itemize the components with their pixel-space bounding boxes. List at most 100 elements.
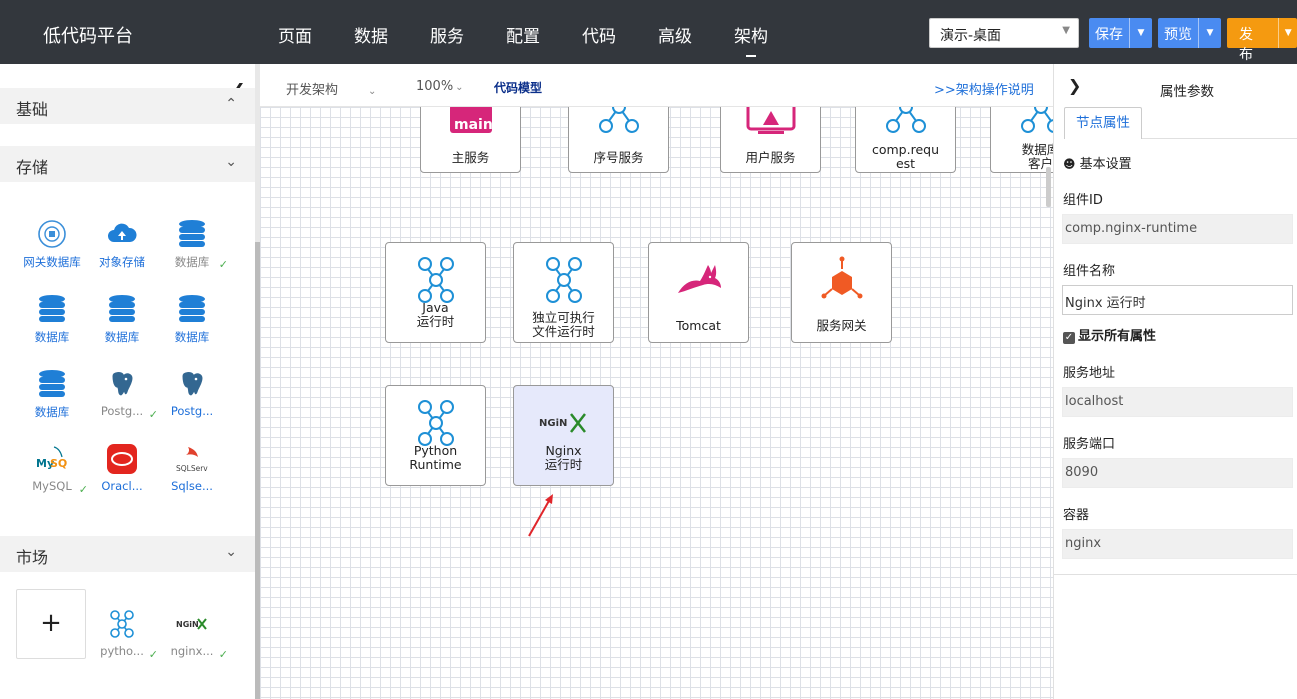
section-storage[interactable]: 存储 ⌄ xyxy=(0,146,255,182)
gateway-db-icon xyxy=(38,220,66,248)
canvas-toolbar: 开发架构⌄ 100%⌄ 代码模型 >>架构操作说明 xyxy=(260,64,1053,107)
palette-item-sqlserver[interactable]: SQLServer Sqlse... xyxy=(156,443,226,515)
tab-node-properties[interactable]: 节点属性 xyxy=(1064,107,1142,139)
palette-item-label: 数据库 xyxy=(104,330,140,344)
main-icon: main xyxy=(450,107,493,133)
palette-item-gateway-db[interactable]: 网关数据库 xyxy=(16,218,86,290)
architecture-workspace: 开发架构⌄ 100%⌄ 代码模型 >>架构操作说明 main 主服务 序号服务 … xyxy=(260,64,1053,699)
env-select[interactable]: 演示-桌面 ▼ xyxy=(929,18,1079,48)
gateway-icon xyxy=(821,256,863,299)
svg-text:SQL: SQL xyxy=(50,457,68,470)
palette-item-label: 数据库 xyxy=(174,330,210,344)
architecture-canvas[interactable]: main 主服务 序号服务 用户服务 comp.requ est 数据库 客户 … xyxy=(260,107,1053,699)
palette-item-object-storage[interactable]: 对象存储 xyxy=(86,218,156,290)
network-node-icon xyxy=(546,257,582,303)
svg-text:My: My xyxy=(36,457,54,470)
node-tomcat[interactable]: Tomcat xyxy=(648,242,749,343)
node-db-client[interactable]: 数据库 客户 xyxy=(990,107,1053,173)
node-nginx-runtime[interactable]: NGiN Nginx 运行时 xyxy=(513,385,614,486)
section-market-title: 市场 xyxy=(16,548,49,567)
section-basic[interactable]: 基础 ⌃ xyxy=(0,88,255,124)
panel-divider xyxy=(1054,574,1297,575)
check-icon: ✓ xyxy=(78,483,88,496)
node-python-runtime[interactable]: Python Runtime xyxy=(385,385,486,486)
basic-settings-heading: ☻ 基本设置 xyxy=(1063,153,1132,172)
palette-item-postgresql[interactable]: Postg... xyxy=(156,368,226,440)
node-label: Java 运行时 xyxy=(416,300,455,329)
palette-item-postgresql[interactable]: Postg... ✓ xyxy=(86,368,158,440)
palette-item-python[interactable]: pytho... ✓ xyxy=(86,608,158,680)
node-comp-request[interactable]: comp.requ est xyxy=(855,107,956,173)
left-scrollbar[interactable] xyxy=(255,64,260,699)
canvas-scrollbar[interactable] xyxy=(1046,167,1051,207)
node-main-service[interactable]: main 主服务 xyxy=(420,107,521,173)
preview-dropdown-icon[interactable]: ▼ xyxy=(1206,28,1214,38)
properties-title: 属性参数 xyxy=(1160,84,1214,100)
nav-advanced[interactable]: 高级 xyxy=(658,27,692,47)
properties-panel: ❯ 属性参数 节点属性 ☻ 基本设置 组件ID comp.nginx-runti… xyxy=(1053,64,1297,699)
check-icon: ✓ xyxy=(218,648,228,661)
nav-config[interactable]: 配置 xyxy=(506,27,540,47)
palette-item-oracle[interactable]: Oracl... xyxy=(86,443,156,515)
component-name-input[interactable]: Nginx 运行时 xyxy=(1062,285,1293,315)
palette-item-label: Postg... xyxy=(100,404,144,418)
tab-divider xyxy=(1142,138,1297,139)
node-label: 独立可执行 文件运行时 xyxy=(532,310,595,339)
publish-dropdown-icon[interactable]: ▼ xyxy=(1284,28,1292,38)
top-bar: 低代码平台 页面 数据 服务 配置 代码 高级 架构 演示-桌面 ▼ 保存 ▼ … xyxy=(0,0,1297,64)
node-label: 主服务 xyxy=(451,150,490,165)
palette-item-database[interactable]: 数据库 xyxy=(16,293,86,365)
node-executable-runtime[interactable]: 独立可执行 文件运行时 xyxy=(513,242,614,343)
nav-service[interactable]: 服务 xyxy=(430,27,464,47)
add-market-button[interactable]: + xyxy=(16,589,86,659)
palette-item-label: Oracl... xyxy=(101,479,143,493)
section-basic-title: 基础 xyxy=(16,100,49,119)
nav-architecture[interactable]: 架构 xyxy=(734,22,768,57)
service-port-field: 8090 xyxy=(1062,458,1293,488)
palette-item-nginx[interactable]: NGiN nginx... ✓ xyxy=(156,608,228,680)
palette-item-mysql[interactable]: MySQL MySQL ✓ xyxy=(16,443,88,515)
nav-code[interactable]: 代码 xyxy=(582,27,616,47)
section-market[interactable]: 市场 ⌄ xyxy=(0,536,255,572)
svg-text:SQLServer: SQLServer xyxy=(176,464,208,473)
node-java-runtime[interactable]: Java 运行时 xyxy=(385,242,486,343)
nav-data[interactable]: 数据 xyxy=(354,27,388,47)
network-node-icon xyxy=(110,610,134,638)
nginx-icon: NGiN xyxy=(176,618,207,630)
nav-page[interactable]: 页面 xyxy=(278,27,312,47)
palette-item-label: Postg... xyxy=(170,404,214,418)
database-icon xyxy=(179,220,205,247)
collapse-right-icon[interactable]: ❯ xyxy=(1068,76,1082,95)
palette-item-database[interactable]: 数据库 xyxy=(16,368,86,440)
node-label: Tomcat xyxy=(676,318,721,333)
show-all-checkbox[interactable]: ✓显示所有属性 xyxy=(1063,325,1156,344)
publish-button-label: 发布 xyxy=(1227,18,1280,63)
palette-item-label: pytho... xyxy=(100,644,144,658)
palette-item-label: MySQL xyxy=(32,479,72,493)
palette-item-database[interactable]: 数据库 ✓ xyxy=(156,218,228,290)
section-storage-title: 存储 xyxy=(16,158,49,177)
arch-select[interactable]: 开发架构⌄ xyxy=(286,79,376,98)
svg-text:NGiN: NGiN xyxy=(539,418,567,429)
chevron-down-icon: ▼ xyxy=(1062,25,1070,36)
save-dropdown-icon[interactable]: ▼ xyxy=(1137,28,1145,38)
container-field: nginx xyxy=(1062,529,1293,559)
palette-item-database[interactable]: 数据库 xyxy=(156,293,226,365)
palette-item-database[interactable]: 数据库 xyxy=(86,293,156,365)
field-label: 组件名称 xyxy=(1063,264,1116,279)
code-model-link[interactable]: 代码模型 xyxy=(494,81,543,95)
save-button[interactable]: 保存 ▼ xyxy=(1089,18,1152,48)
field-label: 服务地址 xyxy=(1063,366,1116,381)
preview-button[interactable]: 预览 ▼ xyxy=(1158,18,1221,48)
zoom-select[interactable]: 100%⌄ xyxy=(416,79,464,94)
publish-button[interactable]: 发布 ▼ xyxy=(1227,18,1297,63)
database-icon xyxy=(109,295,135,322)
node-sequence-service[interactable]: 序号服务 xyxy=(568,107,669,173)
node-label: Python Runtime xyxy=(409,443,462,472)
help-link[interactable]: >>架构操作说明 xyxy=(934,83,1034,98)
left-scrollbar-thumb[interactable] xyxy=(255,242,260,699)
node-label: Nginx 运行时 xyxy=(544,443,583,472)
node-user-service[interactable]: 用户服务 xyxy=(720,107,821,173)
check-icon: ✓ xyxy=(148,648,158,661)
node-service-gateway[interactable]: 服务网关 xyxy=(791,242,892,343)
